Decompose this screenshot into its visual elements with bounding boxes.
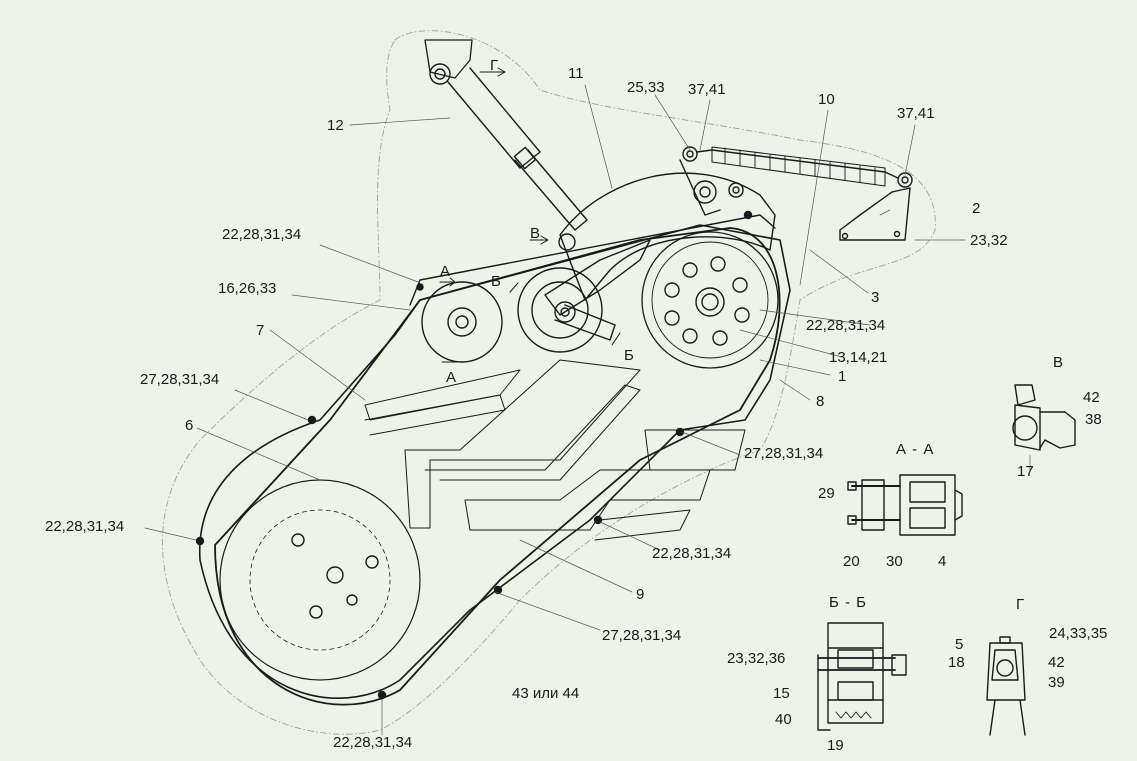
detail-aa (847, 474, 963, 536)
section-v-title: В (1053, 354, 1065, 371)
callout-27-28-31-34-mid: 27,28,31,34 (744, 445, 824, 462)
callout-1: 1 (838, 368, 847, 385)
section-g-title: Г (1016, 596, 1026, 613)
section-v-17: 17 (1017, 463, 1034, 480)
section-bb-15: 15 (773, 685, 790, 702)
tension-arm (544, 172, 776, 341)
callout-2: 2 (972, 200, 981, 217)
section-aa-30: 30 (886, 553, 903, 570)
hydraulic-cylinder (424, 39, 588, 231)
callout-9: 9 (636, 586, 645, 603)
section-v-42: 42 (1083, 389, 1100, 406)
callout-25-33: 25,33 (627, 79, 665, 96)
callout-12: 12 (327, 117, 344, 134)
callout-16-26-33: 16,26,33 (218, 280, 277, 297)
callout-6: 6 (185, 417, 194, 434)
callout-13-14-21: 13,14,21 (829, 349, 888, 366)
detail-v (1012, 384, 1076, 471)
marker-g: Г (490, 57, 499, 74)
section-v-38: 38 (1085, 411, 1102, 428)
spring-assembly (679, 146, 913, 216)
callout-22-28-31-34-bottom: 22,28,31,34 (333, 734, 413, 751)
section-aa-29: 29 (818, 485, 835, 502)
callout-43-44: 43 или 44 (512, 685, 580, 702)
section-arrows (439, 67, 621, 363)
section-aa-20: 20 (843, 553, 860, 570)
callout-22-28-31-34-right: 22,28,31,34 (806, 317, 886, 334)
section-aa-title: А - А (896, 441, 935, 458)
section-aa-4: 4 (938, 553, 947, 570)
marker-b-top: Б (491, 273, 501, 290)
callout-27-28-31-34-bottom: 27,28,31,34 (602, 627, 682, 644)
section-bb-19: 19 (827, 737, 844, 754)
section-g-18: 18 (948, 654, 965, 671)
callout-27-28-31-34-left: 27,28,31,34 (140, 371, 220, 388)
callout-11: 11 (568, 65, 584, 82)
section-g-5: 5 (955, 636, 964, 653)
idler-pulleys (421, 267, 603, 363)
callout-22-28-31-34-center: 22,28,31,34 (652, 545, 732, 562)
leader-lines (144, 84, 966, 736)
callout-37-41-b: 37,41 (897, 105, 935, 122)
drive-belt (214, 227, 781, 706)
section-bb-title: Б - Б (829, 594, 868, 611)
section-g-39: 39 (1048, 674, 1065, 691)
callout-3: 3 (871, 289, 880, 306)
callout-8: 8 (816, 393, 825, 410)
marker-v: В (530, 225, 541, 242)
callout-10: 10 (818, 91, 835, 108)
detail-g (986, 636, 1026, 736)
callout-7: 7 (256, 322, 265, 339)
marker-b-bottom: Б (624, 347, 634, 364)
section-bb-23-32-36: 23,32,36 (727, 650, 786, 667)
callout-23-32: 23,32 (970, 232, 1008, 249)
bolt-markers (195, 210, 753, 700)
bracket (839, 187, 911, 241)
driven-pulley (641, 231, 779, 369)
section-bb-40: 40 (775, 711, 792, 728)
section-g-24-33-35: 24,33,35 (1049, 625, 1108, 642)
marker-a-top: А (440, 263, 451, 280)
marker-a-bottom: А (446, 369, 457, 386)
callout-37-41-a: 37,41 (688, 81, 726, 98)
detail-bb (817, 622, 907, 731)
callout-22-28-31-34-top: 22,28,31,34 (222, 226, 302, 243)
callout-22-28-31-34-left: 22,28,31,34 (45, 518, 125, 535)
background-outline (162, 30, 936, 735)
drive-pulley (219, 479, 421, 681)
section-g-42: 42 (1048, 654, 1065, 671)
